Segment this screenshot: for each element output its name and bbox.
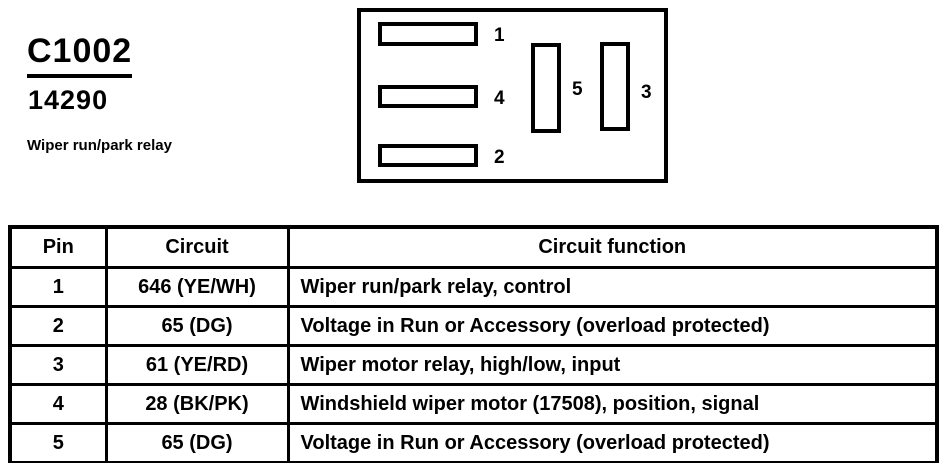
circuit-function-cell: Wiper motor relay, high/low, input bbox=[286, 344, 939, 386]
pin-cavity-label-2: 2 bbox=[494, 147, 505, 168]
connector-id-title: C1002 bbox=[27, 34, 133, 78]
circuit-cell: 28 (BK/PK) bbox=[104, 383, 290, 425]
circuit-function-cell: Wiper run/park relay, control bbox=[286, 266, 939, 308]
column-header-circuit: Circuit bbox=[104, 225, 290, 269]
pin-cell: 1 bbox=[8, 266, 108, 308]
circuit-function-cell: Voltage in Run or Accessory (overload pr… bbox=[286, 422, 939, 463]
circuit-cell: 61 (YE/RD) bbox=[104, 344, 290, 386]
pin-cavity-label-5: 5 bbox=[572, 79, 583, 100]
circuit-cell: 65 (DG) bbox=[104, 305, 290, 347]
pin-cavity-2 bbox=[378, 144, 478, 167]
pin-cavity-label-4: 4 bbox=[494, 88, 505, 109]
pin-cavity-label-3: 3 bbox=[641, 82, 652, 103]
pin-cell: 4 bbox=[8, 383, 108, 425]
circuit-function-cell: Voltage in Run or Accessory (overload pr… bbox=[286, 305, 939, 347]
circuit-cell: 646 (YE/WH) bbox=[104, 266, 290, 308]
connector-face-diagram: 1 4 2 5 3 bbox=[357, 8, 668, 183]
circuit-cell: 65 (DG) bbox=[104, 422, 290, 463]
column-header-circuit-function: Circuit function bbox=[286, 225, 939, 269]
pinout-table-header-row: Pin Circuit Circuit function bbox=[8, 225, 939, 269]
column-header-pin: Pin bbox=[8, 225, 108, 269]
circuit-function-cell: Windshield wiper motor (17508), position… bbox=[286, 383, 939, 425]
pin-cell: 3 bbox=[8, 344, 108, 386]
pin-cavity-5 bbox=[531, 43, 561, 133]
pin-cavity-3 bbox=[600, 42, 630, 131]
pin-cavity-1 bbox=[378, 22, 478, 46]
pin-cavity-4 bbox=[378, 85, 478, 108]
part-number: 14290 bbox=[28, 85, 109, 115]
pin-cell: 2 bbox=[8, 305, 108, 347]
pin-cell: 5 bbox=[8, 422, 108, 463]
pin-cavity-label-1: 1 bbox=[494, 25, 505, 46]
connector-description: Wiper run/park relay bbox=[27, 137, 172, 154]
